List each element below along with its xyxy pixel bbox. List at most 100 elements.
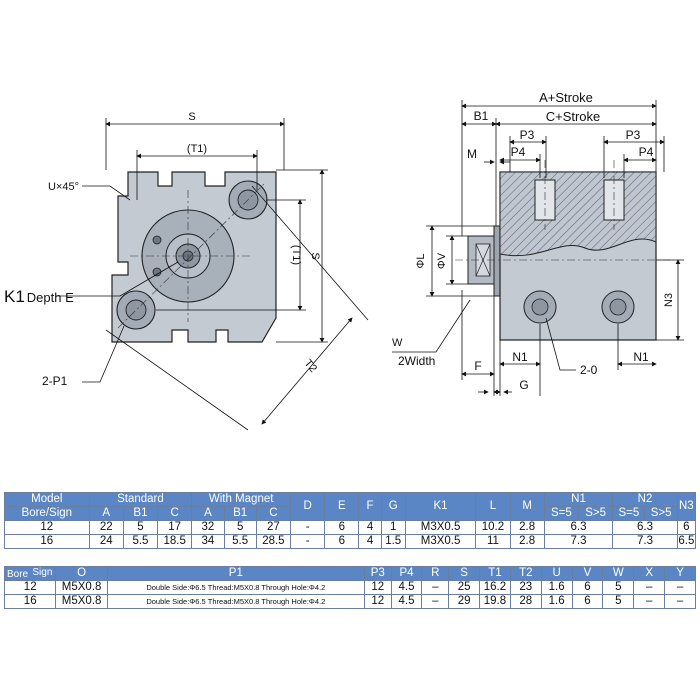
col-g: G bbox=[380, 492, 406, 521]
cell: M3X0.5 bbox=[404, 520, 477, 535]
cell: 29 bbox=[448, 594, 481, 609]
col-standard: Standard bbox=[88, 492, 193, 507]
cell-bore: 12 bbox=[3, 580, 57, 595]
cell: 32 bbox=[191, 520, 225, 535]
cell: 18.5 bbox=[157, 534, 193, 549]
cell: 4 bbox=[358, 520, 382, 535]
col-sign: Sign bbox=[32, 567, 53, 579]
col-mag-a: A bbox=[191, 506, 225, 521]
col-std-b1: B1 bbox=[122, 506, 159, 521]
cell: 6 bbox=[571, 580, 604, 595]
col-mag-b1: B1 bbox=[223, 506, 257, 521]
col-bore-sign-2: Sign Bore bbox=[3, 566, 57, 581]
dim-c-stroke: C+Stroke bbox=[546, 109, 601, 124]
cell: 25 bbox=[448, 580, 481, 595]
col-u: U bbox=[540, 566, 573, 581]
dim-n1-left: N1 bbox=[512, 350, 528, 364]
cell: 11 bbox=[475, 534, 511, 549]
col-k1: K1 bbox=[404, 492, 477, 521]
cell: 19.8 bbox=[479, 594, 511, 609]
col-y: Y bbox=[664, 566, 696, 581]
cell: 7.3 bbox=[612, 534, 678, 549]
cell: 24 bbox=[88, 534, 124, 549]
table-row: 12 22 5 17 32 5 27 - 6 4 1 M3X0.5 10.2 2… bbox=[4, 520, 697, 535]
cell: 34 bbox=[191, 534, 225, 549]
dim-p4-left: P4 bbox=[511, 145, 526, 159]
dim-s-side: S bbox=[309, 252, 321, 259]
dimension-table-1: Model Standard With Magnet D E F G K1 L … bbox=[4, 492, 697, 549]
cell: – bbox=[664, 580, 696, 595]
cell: – bbox=[664, 594, 696, 609]
dim-p3-right: P3 bbox=[626, 128, 641, 142]
col-n1: N1 bbox=[543, 492, 614, 507]
cell: 12 bbox=[363, 580, 392, 595]
col-t1: T1 bbox=[479, 566, 511, 581]
col-bore-sign: Bore/Sign bbox=[4, 506, 90, 521]
cell-bore: 16 bbox=[4, 534, 90, 549]
col-f: F bbox=[358, 492, 382, 521]
cell: 5 bbox=[223, 520, 257, 535]
col-std-a: A bbox=[88, 506, 124, 521]
col-p1: P1 bbox=[106, 566, 365, 581]
front-view-dims bbox=[56, 118, 369, 431]
dimension-table-2: Sign Bore O P1 P3 P4 R S T1 T2 U V W X Y… bbox=[3, 566, 696, 609]
dim-phi-v: ΦV bbox=[436, 252, 448, 269]
cell: 6.5 bbox=[676, 534, 697, 549]
cell-p1: Double Side:Φ6.5 Thread:M5X0.8 Through H… bbox=[106, 580, 365, 595]
dim-g: G bbox=[519, 378, 528, 392]
cell-bore: 16 bbox=[3, 594, 57, 609]
cell: 6 bbox=[324, 520, 360, 535]
col-d: D bbox=[290, 492, 326, 521]
cell: 17 bbox=[157, 520, 193, 535]
cell: – bbox=[633, 580, 666, 595]
cell: 5 bbox=[122, 520, 159, 535]
col-n3: N3 bbox=[676, 492, 697, 521]
cell: 2.8 bbox=[509, 520, 545, 535]
dim-a-stroke: A+Stroke bbox=[539, 90, 593, 105]
cell: 4.5 bbox=[390, 594, 423, 609]
col-with-magnet: With Magnet bbox=[191, 492, 292, 507]
cell: - bbox=[290, 520, 326, 535]
dim-t1-top: (T1) bbox=[187, 143, 207, 155]
cell: 6 bbox=[676, 520, 697, 535]
cell: 5 bbox=[602, 594, 635, 609]
col-bore: Bore bbox=[7, 569, 29, 580]
cell: 6.3 bbox=[612, 520, 678, 535]
col-n1-s5: S=5 bbox=[543, 506, 580, 521]
col-p4: P4 bbox=[390, 566, 423, 581]
label-u45: U×45° bbox=[48, 181, 79, 193]
col-t2: T2 bbox=[509, 566, 542, 581]
table-row: 16 24 5.5 18.5 34 5.5 28.5 - 6 4 1.5 M3X… bbox=[4, 534, 697, 549]
cell: 10.2 bbox=[475, 520, 511, 535]
side-view-dims bbox=[392, 100, 684, 396]
col-mag-c: C bbox=[255, 506, 292, 521]
dim-p3-left: P3 bbox=[520, 128, 535, 142]
cell: 12 bbox=[363, 594, 392, 609]
cell: 6 bbox=[324, 534, 360, 549]
cell: 23 bbox=[509, 580, 542, 595]
label-2width: 2Width bbox=[398, 354, 435, 368]
col-m: M bbox=[509, 492, 545, 521]
cell: M5X0.8 bbox=[55, 580, 108, 595]
label-w: W bbox=[392, 337, 403, 349]
cell: – bbox=[421, 580, 450, 595]
cell: – bbox=[633, 594, 666, 609]
cell-bore: 12 bbox=[4, 520, 90, 535]
col-x: X bbox=[633, 566, 666, 581]
col-n1-sgt5: S>5 bbox=[578, 506, 614, 521]
col-n2: N2 bbox=[612, 492, 678, 507]
col-e: E bbox=[324, 492, 360, 521]
dim-n1-right: N1 bbox=[633, 350, 649, 364]
dim-b1: B1 bbox=[474, 109, 489, 123]
cell-p1: Double Side:Φ6.5 Thread:M5X0.8 Through H… bbox=[106, 594, 365, 609]
col-o: O bbox=[55, 566, 108, 581]
col-n2-s5: S=5 bbox=[612, 506, 646, 521]
cell: 1.6 bbox=[540, 594, 573, 609]
dim-phi-l: ΦL bbox=[415, 254, 427, 269]
dim-n3: N3 bbox=[663, 293, 675, 307]
side-view bbox=[455, 160, 670, 341]
col-p3: P3 bbox=[363, 566, 392, 581]
cell: 16.2 bbox=[479, 580, 511, 595]
col-l: L bbox=[475, 492, 511, 521]
